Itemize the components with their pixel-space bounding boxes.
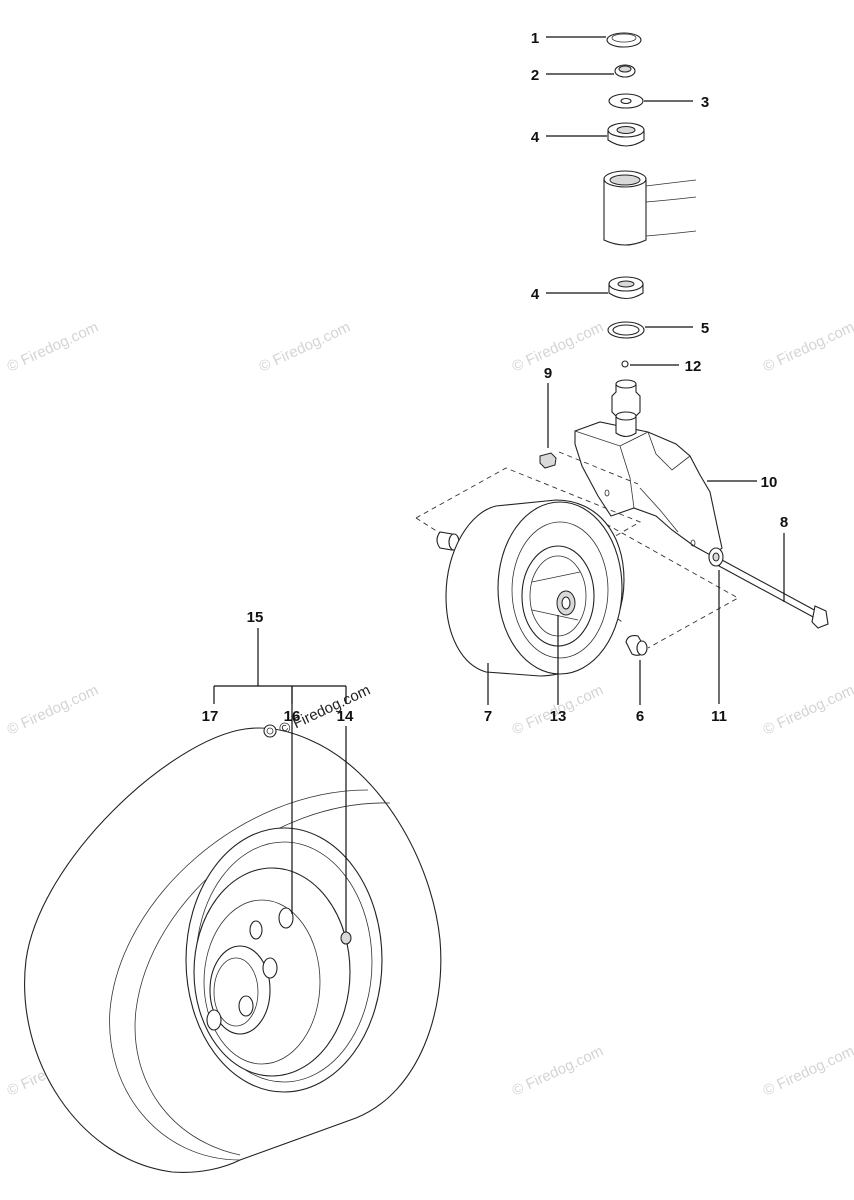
part-17-large-tire xyxy=(24,686,442,1173)
callout-7: 7 xyxy=(484,708,492,725)
callout-2: 2 xyxy=(531,67,539,84)
caster-spindle xyxy=(611,379,641,438)
callout-11: 11 xyxy=(711,708,727,725)
callout-1: 1 xyxy=(531,30,539,47)
watermark-text: © Firedog.com xyxy=(761,319,854,376)
callout-5: 5 xyxy=(701,320,709,337)
watermark-text: © Firedog.com xyxy=(5,682,102,739)
callout-4-upper: 4 xyxy=(531,129,540,146)
callout-6: 6 xyxy=(636,708,644,725)
part-4-bearing-lower xyxy=(546,276,644,300)
part-15-assembly-bracket xyxy=(213,628,347,704)
callout-3: 3 xyxy=(701,94,709,111)
part-3-washer xyxy=(608,93,693,109)
caster-sleeve xyxy=(603,170,697,246)
part-16-lug-nut xyxy=(263,724,277,738)
callout-12: 12 xyxy=(685,358,702,375)
callout-17: 17 xyxy=(202,708,219,725)
watermark-text: © Firedog.com xyxy=(761,1043,854,1100)
watermark-text: © Firedog.com xyxy=(510,1043,607,1100)
watermark-text: © Firedog.com xyxy=(761,682,854,739)
part-7-caster-wheel xyxy=(445,499,625,705)
part-12-grease-fitting xyxy=(621,360,679,368)
callout-8: 8 xyxy=(780,514,788,531)
part-9-nut xyxy=(539,383,557,469)
callout-10: 10 xyxy=(761,474,778,491)
watermark-text: © Firedog.com xyxy=(257,319,354,376)
callout-4-lower: 4 xyxy=(531,286,540,303)
part-6-spacer xyxy=(625,635,648,705)
part-1-dust-cap xyxy=(546,32,642,48)
callout-13: 13 xyxy=(550,708,567,725)
watermark-text: © Firedog.com xyxy=(5,319,102,376)
part-2-nut xyxy=(546,64,636,78)
callout-labels: 1 2 3 4 4 5 12 9 10 8 15 7 13 6 11 17 16… xyxy=(202,30,789,725)
part-14-valve-stem xyxy=(340,726,352,945)
watermark-text: © Firedog.com xyxy=(510,319,607,376)
part-11-spacer xyxy=(708,547,724,704)
callout-16: 16 xyxy=(284,708,301,725)
callout-14: 14 xyxy=(337,708,354,725)
callout-15: 15 xyxy=(247,609,264,626)
part-4-bearing-upper xyxy=(546,122,645,147)
part-8-axle-bolt xyxy=(718,533,829,629)
part-5-seal xyxy=(607,321,693,339)
callout-9: 9 xyxy=(544,365,552,382)
